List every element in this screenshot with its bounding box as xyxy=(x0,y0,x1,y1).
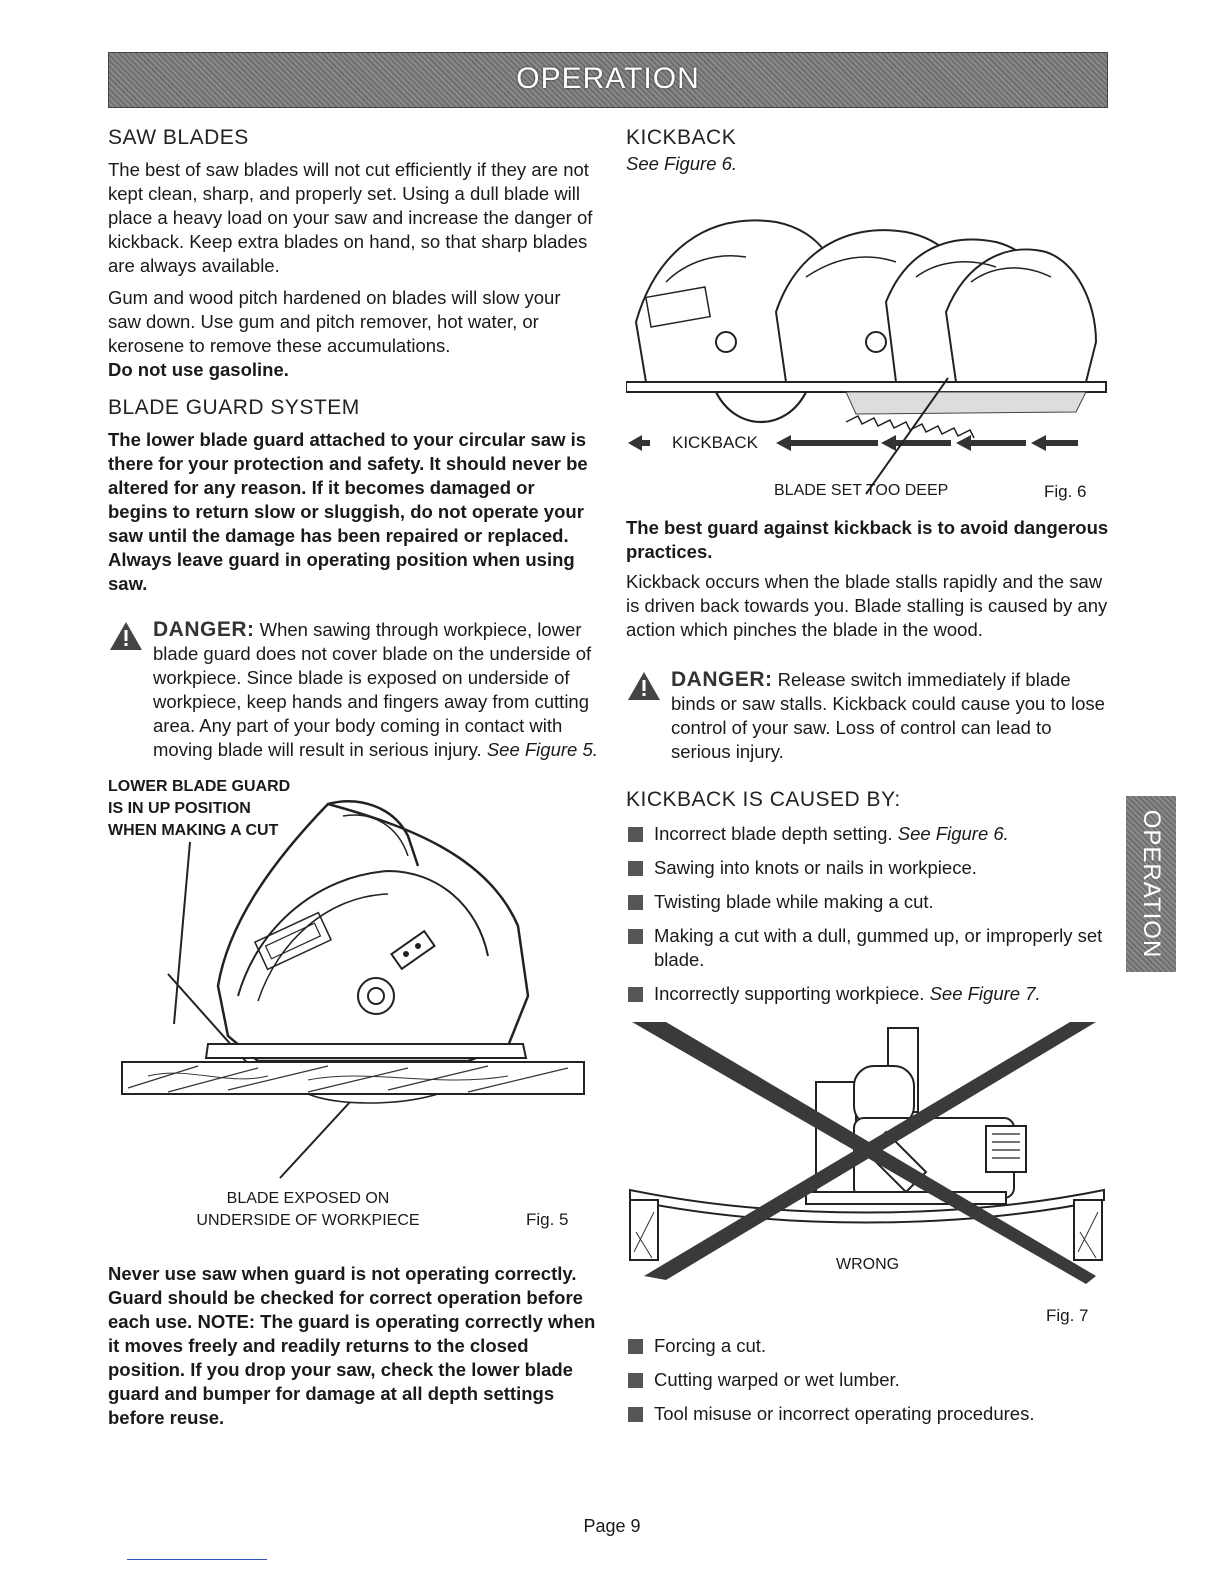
fig5-label-line-3: WHEN MAKING A CUT xyxy=(108,822,279,839)
kickback-paragraph: Kickback occurs when the blade stalls ra… xyxy=(626,571,1108,640)
fig7-number: Fig. 7 xyxy=(1046,1306,1089,1325)
figure-6: KICKBACK BLADE SET TOO DEEP Fig. 6 xyxy=(626,182,1112,512)
figure-7: WRONG Fig. 7 xyxy=(626,1022,1112,1334)
fig5-number: Fig. 5 xyxy=(526,1210,569,1229)
danger-figure-ref: See Figure 5. xyxy=(486,739,598,760)
warning-triangle-icon xyxy=(110,622,142,650)
saw-blades-heading: SAW BLADES xyxy=(108,126,249,149)
blade-guard-heading: BLADE GUARD SYSTEM xyxy=(108,396,360,419)
list-item: Twisting blade while making a cut. xyxy=(626,890,1112,914)
footer-divider xyxy=(127,1559,267,1560)
saw-blades-paragraph-1: The best of saw blades will not cut effi… xyxy=(108,159,593,276)
kickback-causes-heading: KICKBACK IS CAUSED BY: xyxy=(626,788,901,811)
page-number: Page 9 xyxy=(583,1516,641,1536)
danger-notice-right: DANGER: Release switch immediately if bl… xyxy=(626,668,1112,764)
list-item: Incorrect blade depth setting. See Figur… xyxy=(626,822,1112,846)
circular-saw-illustration xyxy=(121,800,585,1179)
danger-label: DANGER: xyxy=(671,668,773,691)
figure-5: LOWER BLADE GUARD IS IN UP POSITION WHEN… xyxy=(108,776,598,1262)
fig6-caption: BLADE SET TOO DEEP xyxy=(774,482,949,499)
fig5-label-line-1: LOWER BLADE GUARD xyxy=(108,778,291,795)
list-item: Forcing a cut. xyxy=(626,1334,1112,1358)
section-side-tab: OPERATION xyxy=(1126,796,1176,972)
fig7-label: WRONG xyxy=(832,1256,904,1274)
list-item: Sawing into knots or nails in workpiece. xyxy=(626,856,1112,880)
fig5-bottom-label-line-1: BLADE EXPOSED ON xyxy=(226,1190,390,1207)
list-item: Incorrectly supporting workpiece. See Fi… xyxy=(626,982,1112,1006)
fig6-number: Fig. 6 xyxy=(1044,482,1087,501)
danger-notice-left: DANGER: When sawing through workpiece, l… xyxy=(108,618,598,762)
list-item: Cutting warped or wet lumber. xyxy=(626,1368,1112,1392)
warning-triangle-icon xyxy=(628,672,660,700)
section-title: OPERATION xyxy=(516,62,700,95)
kickback-figure-ref: See Figure 6. xyxy=(626,153,738,174)
saw-blades-warning: Do not use gasoline. xyxy=(108,359,289,380)
list-item: Making a cut with a dull, gummed up, or … xyxy=(626,924,1112,972)
left-column: SAW BLADES The best of saw blades will n… xyxy=(108,126,598,1430)
danger-text: When sawing through workpiece, lower bla… xyxy=(153,619,592,760)
list-item: Tool misuse or incorrect operating proce… xyxy=(626,1402,1112,1426)
danger-text: Release switch immediately if blade bind… xyxy=(671,669,1105,762)
danger-label: DANGER: xyxy=(153,618,255,641)
kickback-heading: KICKBACK xyxy=(626,126,737,149)
guard-check-bold-text: Never use saw when guard is not operatin… xyxy=(108,1263,596,1428)
kickback-saw-illustration xyxy=(626,219,1107,495)
best-guard-bold-text: The best guard against kickback is to av… xyxy=(626,517,1109,562)
section-header-bar: OPERATION xyxy=(108,52,1108,108)
unsupported-workpiece-illustration xyxy=(629,1022,1105,1284)
blade-guard-bold-text: The lower blade guard attached to your c… xyxy=(108,429,588,594)
side-tab-label: OPERATION xyxy=(1138,809,1165,959)
fig5-label-line-2: IS IN UP POSITION xyxy=(108,800,251,817)
right-column: KICKBACK See Figure 6. xyxy=(626,126,1112,1436)
fig5-bottom-label-line-2: UNDERSIDE OF WORKPIECE xyxy=(196,1212,420,1229)
saw-blades-paragraph-2: Gum and wood pitch hardened on blades wi… xyxy=(108,287,561,356)
fig6-arrow-label: KICKBACK xyxy=(672,433,758,452)
